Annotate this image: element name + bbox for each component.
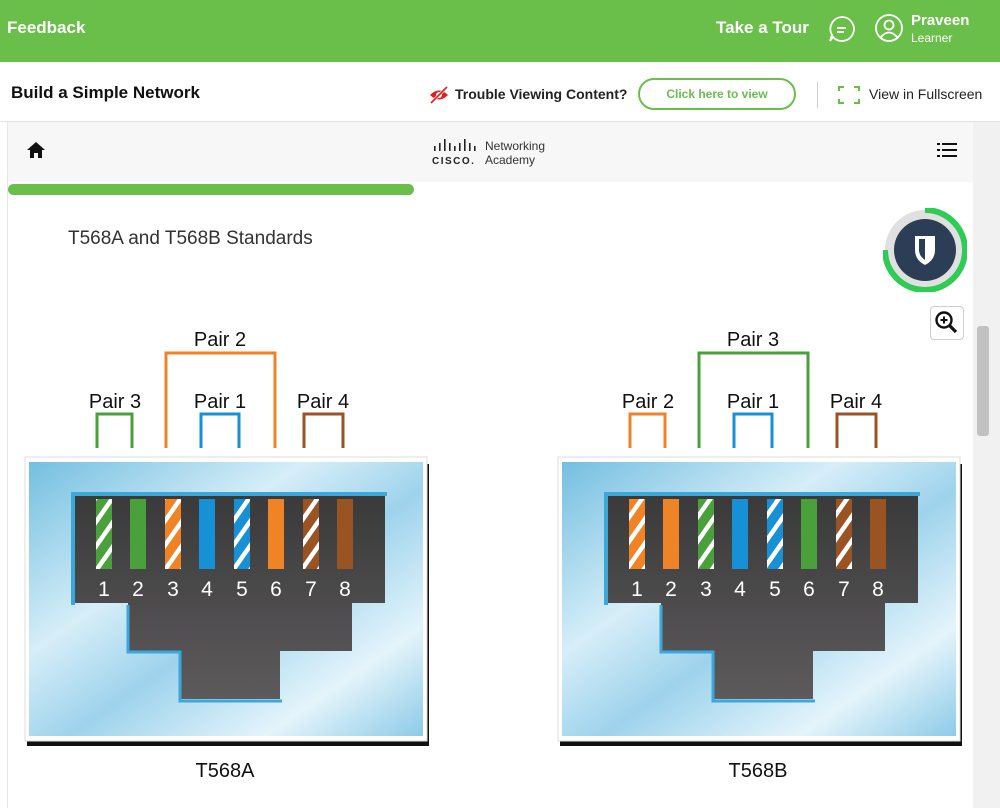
wire-stripe — [836, 499, 852, 569]
cisco-bridge-icon — [434, 139, 476, 151]
pin-number: 4 — [201, 578, 213, 601]
connector-edge-lower — [659, 605, 815, 703]
eye-slash-icon — [429, 85, 449, 105]
wire-2 — [663, 499, 679, 569]
click-here-button[interactable]: Click here to view — [638, 78, 796, 110]
divider — [817, 82, 818, 108]
wire-6 — [801, 499, 817, 569]
wire-4 — [732, 499, 748, 569]
wire-2 — [130, 499, 146, 569]
pin-number: 7 — [305, 578, 317, 601]
pair-label: Pair 2 — [194, 329, 246, 351]
section-title: T568A and T568B Standards — [68, 228, 313, 249]
pair-bracket — [697, 351, 810, 448]
pin-number: 8 — [872, 578, 884, 601]
course-header: Build a Simple Network Trouble Viewing C… — [0, 62, 1000, 122]
pair-label: Pair 3 — [89, 391, 141, 413]
wire-stripe — [629, 499, 645, 569]
zoom-in-icon — [935, 311, 958, 334]
pin-number: 8 — [339, 578, 351, 601]
wire-8 — [337, 499, 353, 569]
connector-edge — [71, 492, 387, 605]
pair-bracket — [835, 412, 878, 448]
fullscreen-icon[interactable] — [837, 85, 861, 105]
standard-label: T568A — [196, 760, 256, 782]
pin-number: 6 — [270, 578, 282, 601]
shield-icon[interactable] — [883, 208, 967, 292]
pin-number: 2 — [132, 578, 144, 601]
wire-stripe — [767, 499, 783, 569]
pair-bracket — [199, 412, 241, 448]
progress-bar — [8, 184, 414, 195]
user-icon[interactable] — [874, 13, 904, 43]
logo-line2: Academy — [485, 153, 536, 167]
wire-stripe — [165, 499, 181, 569]
pin-number: 7 — [838, 578, 850, 601]
pair-bracket — [164, 351, 277, 448]
view-fullscreen-button[interactable]: View in Fullscreen — [869, 86, 983, 102]
take-tour-button[interactable]: Take a Tour — [716, 18, 809, 37]
wire-stripe — [698, 499, 714, 569]
chat-icon[interactable] — [827, 14, 857, 44]
logo-line1: Networking — [485, 139, 546, 153]
cisco-logo: CISCO. Networking Academy — [432, 138, 562, 168]
pin-number: 2 — [665, 578, 677, 601]
standard-label: T568B — [729, 760, 788, 782]
trouble-viewing-label: Trouble Viewing Content? — [455, 86, 628, 102]
pair-label: Pair 3 — [727, 329, 779, 351]
page-title: Build a Simple Network — [11, 83, 200, 102]
pair-bracket — [732, 412, 774, 448]
wire-stripe — [234, 499, 250, 569]
pair-bracket — [95, 412, 134, 448]
feedback-link[interactable]: Feedback — [7, 18, 86, 37]
pair-label: Pair 4 — [830, 391, 882, 413]
pin-number: 5 — [236, 578, 248, 601]
cisco-wordmark: CISCO. — [432, 156, 476, 167]
pin-number: 3 — [700, 578, 712, 601]
connector-edge-lower — [126, 605, 282, 703]
pin-number: 5 — [769, 578, 781, 601]
pin-number: 1 — [631, 578, 643, 601]
menu-icon[interactable] — [936, 140, 958, 160]
wire-6 — [268, 499, 284, 569]
pair-label: Pair 1 — [194, 391, 246, 413]
wire-4 — [199, 499, 215, 569]
pair-label: Pair 4 — [297, 391, 349, 413]
content-frame: CISCO. Networking Academy T568A and T568… — [7, 122, 973, 808]
pin-number: 1 — [98, 578, 110, 601]
scrollbar-thumb[interactable] — [977, 326, 989, 436]
pin-number: 4 — [734, 578, 746, 601]
top-bar: Feedback Take a Tour Praveen Learner — [0, 0, 1000, 62]
pair-bracket — [302, 412, 345, 448]
pin-number: 6 — [803, 578, 815, 601]
user-role: Learner — [911, 31, 953, 45]
home-icon[interactable] — [25, 140, 47, 160]
user-name[interactable]: Praveen — [911, 12, 970, 29]
scrollbar-track[interactable] — [973, 122, 1000, 808]
connector-edge — [604, 492, 920, 605]
module-navbar: CISCO. Networking Academy — [8, 122, 973, 182]
pair-label: Pair 2 — [622, 391, 674, 413]
pair-label: Pair 1 — [727, 391, 779, 413]
pair-bracket — [628, 412, 667, 448]
wire-8 — [870, 499, 886, 569]
zoom-button[interactable] — [930, 306, 964, 340]
wire-stripe — [303, 499, 319, 569]
wire-stripe — [96, 499, 112, 569]
pin-number: 3 — [167, 578, 179, 601]
